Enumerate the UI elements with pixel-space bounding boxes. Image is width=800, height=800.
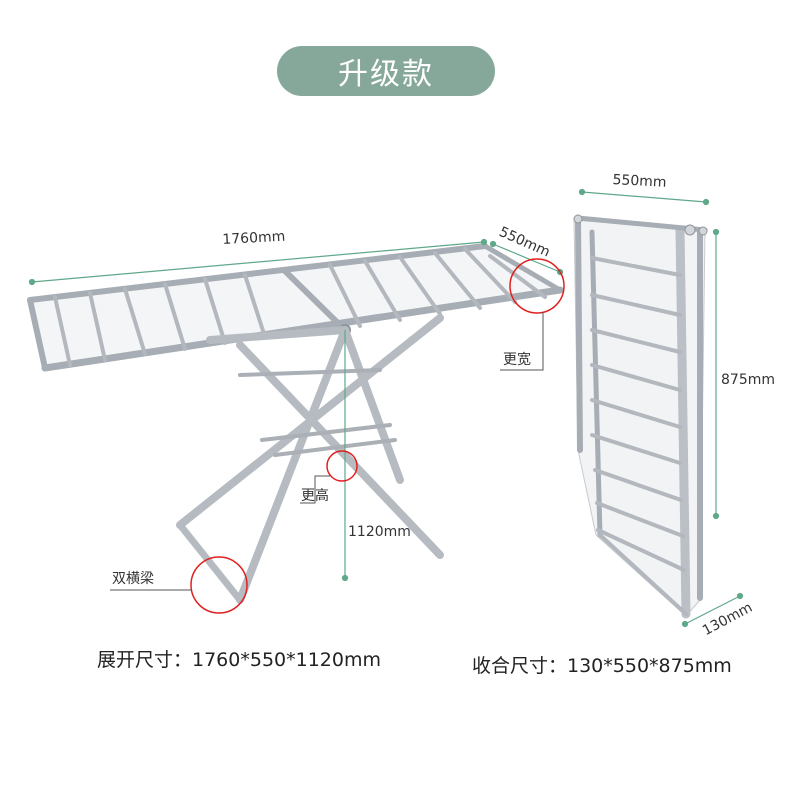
upgrade-badge: 升级款: [277, 46, 495, 96]
unfolded-dimension-lines: [28, 238, 564, 582]
double-beam-callout: 双横梁: [112, 571, 154, 587]
badge-title: 升级款: [338, 57, 434, 92]
unfolded-length-label: 1760mm: [222, 228, 286, 248]
wider-callout: 更宽: [503, 352, 531, 368]
highlight-callouts: [110, 258, 565, 614]
higher-callout: 更高: [301, 488, 329, 504]
folded-height-label: 875mm: [721, 372, 775, 388]
folded-rack: [573, 214, 708, 619]
folded-dimension-lines: [578, 188, 744, 628]
folded-width-label: 550mm: [612, 172, 667, 191]
unfolded-rack: [27, 243, 564, 604]
unfolded-height-label: 1120mm: [348, 524, 411, 540]
folded-size-caption: 收合尺寸：130*550*875mm: [472, 655, 732, 677]
unfolded-size-caption: 展开尺寸：1760*550*1120mm: [97, 649, 381, 671]
